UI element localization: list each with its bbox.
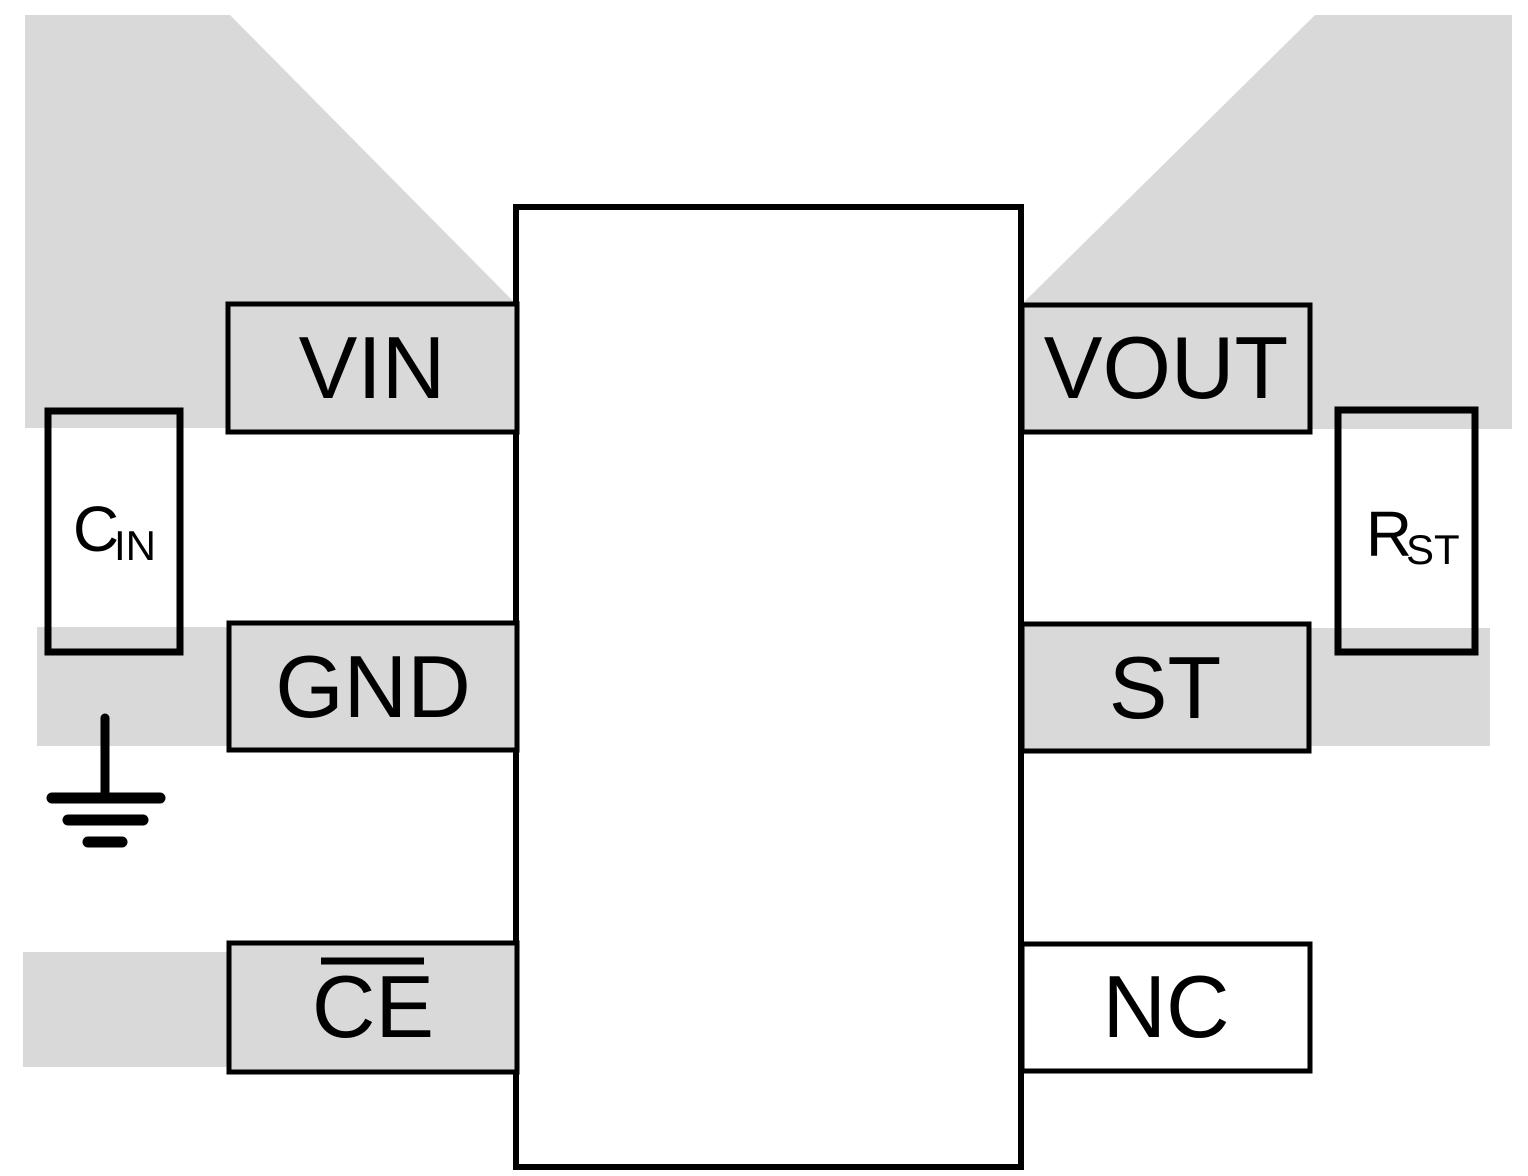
- cin-outline: [44, 407, 184, 656]
- ce-trace: [23, 952, 235, 1067]
- pin-gnd-label: GND: [275, 637, 471, 736]
- rst-subscript: ST: [1406, 526, 1460, 573]
- st-trace: [1305, 628, 1490, 746]
- pin-ce: CE: [226, 940, 520, 1075]
- pin-vout-label: VOUT: [1044, 318, 1288, 417]
- pin-ce-label: CE: [312, 957, 434, 1056]
- pin-st-label: ST: [1109, 638, 1221, 737]
- pin-nc-pad: [1019, 941, 1313, 1074]
- rst-resistor: R ST: [1334, 406, 1479, 656]
- pin-vout: VOUT: [1019, 302, 1313, 435]
- pin-vin: VIN: [225, 301, 520, 435]
- gnd-trace: [37, 627, 235, 746]
- pin-vin-label: VIN: [299, 318, 446, 417]
- ic-body: [513, 204, 1024, 1170]
- pin-nc-label: NC: [1102, 957, 1229, 1056]
- pin-vout-pad: [1019, 302, 1313, 435]
- pin-vin-pad: [225, 301, 520, 435]
- pin-nc: NC: [1019, 941, 1313, 1074]
- rst-outline: [1334, 406, 1479, 656]
- pin-gnd-pad: [226, 620, 520, 753]
- cin-subscript: IN: [114, 522, 156, 569]
- pin-gnd: GND: [226, 620, 520, 753]
- pin-st: ST: [1019, 621, 1312, 754]
- ground-symbol: [46, 713, 166, 848]
- rst-label: R: [1366, 498, 1412, 570]
- cin-capacitor: C IN: [44, 407, 184, 656]
- pin-st-pad: [1019, 621, 1312, 754]
- cin-label: C: [73, 493, 119, 565]
